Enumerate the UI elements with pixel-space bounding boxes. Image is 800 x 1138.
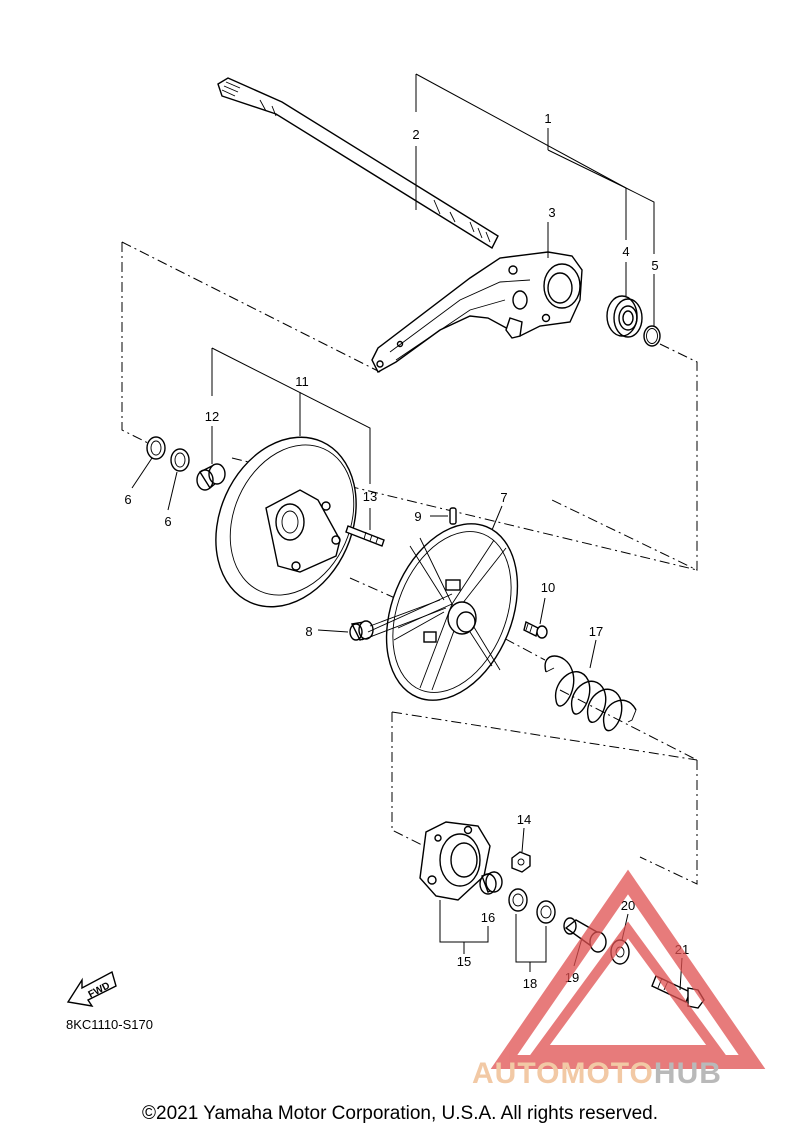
callout-8: 8 xyxy=(305,624,312,639)
part-7-movable-sheave xyxy=(385,523,519,701)
part-11-sheave xyxy=(215,436,357,608)
watermark-text: AUTOMOTOHUB xyxy=(472,1057,722,1091)
callout-12: 12 xyxy=(205,409,219,424)
callout-17: 17 xyxy=(589,624,603,639)
callout-4: 4 xyxy=(622,244,629,259)
watermark-text-b: HUB xyxy=(653,1057,722,1090)
part-8-roller xyxy=(349,593,453,641)
callout-20: 20 xyxy=(621,898,635,913)
assembly-lines xyxy=(121,241,698,885)
callout-2: 2 xyxy=(412,127,419,142)
part-14-nut xyxy=(511,851,531,873)
part-15-bracket xyxy=(419,821,491,901)
part-5-circlip xyxy=(643,325,661,347)
callout-1: 1 xyxy=(544,111,551,126)
callout-15: 15 xyxy=(457,954,471,969)
copyright-notice: ©2021 Yamaha Motor Corporation, U.S.A. A… xyxy=(142,1103,658,1124)
callout-7: 7 xyxy=(500,490,507,505)
callout-11: 11 xyxy=(295,374,309,389)
part-4-bearing xyxy=(606,295,643,338)
callout-3: 3 xyxy=(548,205,555,220)
leader-lines xyxy=(131,73,683,991)
callout-13: 13 xyxy=(363,489,377,504)
callout-16: 16 xyxy=(481,910,495,925)
part-9-pin xyxy=(449,507,457,525)
watermark-logo-icon xyxy=(490,869,766,1069)
callout-6b: 6 xyxy=(164,514,171,529)
callout-6a: 6 xyxy=(124,492,131,507)
callouts: 1 2 3 4 5 6 6 7 8 9 10 11 12 13 14 15 16… xyxy=(124,111,689,991)
part-17-spring xyxy=(544,655,637,732)
part-2-shaft xyxy=(217,77,499,249)
part-16-bearing xyxy=(479,871,503,895)
part-12-bushing xyxy=(196,463,226,491)
callout-14: 14 xyxy=(517,812,531,827)
fwd-arrow-icon: FWD xyxy=(66,970,117,1007)
part-18-washers xyxy=(508,888,556,924)
part-6-spacer-b xyxy=(170,448,190,472)
diagram-code: 8KC1110-S170 xyxy=(66,1017,153,1032)
part-3-arm xyxy=(371,251,583,373)
part-10-bolt xyxy=(523,620,548,639)
part-13-stud xyxy=(345,525,385,547)
callout-10: 10 xyxy=(541,580,555,595)
part-6-spacer-a xyxy=(146,436,166,460)
callout-18: 18 xyxy=(523,976,537,991)
callout-9: 9 xyxy=(414,509,421,524)
watermark-text-a: AUTOMOTO xyxy=(472,1057,654,1090)
callout-5: 5 xyxy=(651,258,658,273)
